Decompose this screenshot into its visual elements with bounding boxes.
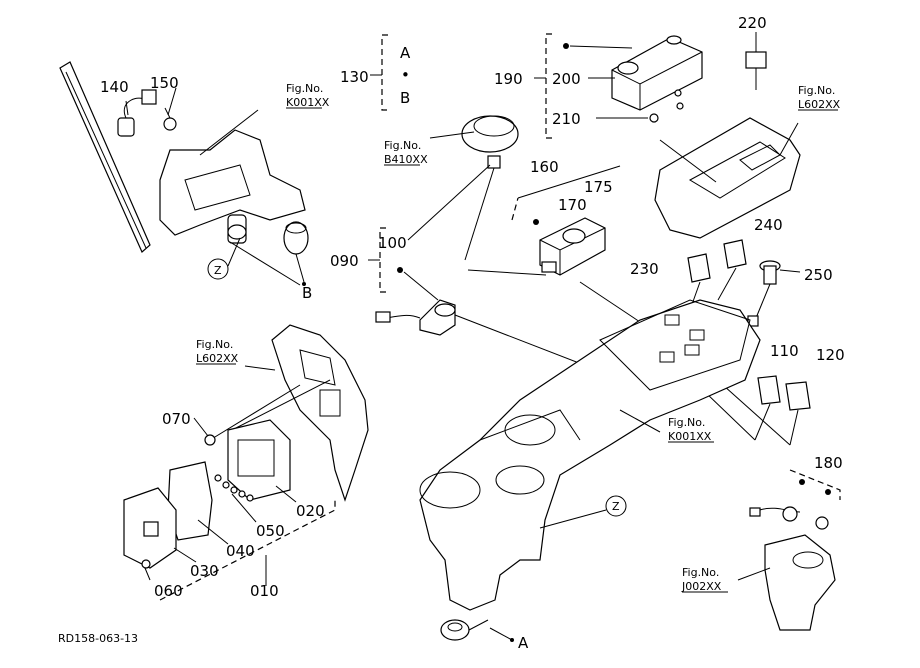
figref-5-code: K001XX xyxy=(668,430,712,443)
label-050: 050 xyxy=(256,522,285,540)
label-130: 130 xyxy=(340,68,369,86)
figref-1-code: K001XX xyxy=(286,96,330,109)
label-100: 100 xyxy=(378,234,407,252)
meter-assembly xyxy=(123,417,336,601)
figref-4-code: L602XX xyxy=(196,352,239,365)
figref-2-title: Fig.No. xyxy=(384,139,421,152)
figref-3-title: Fig.No. xyxy=(798,84,835,97)
label-190: 190 xyxy=(494,70,523,88)
label-a-bottom: A xyxy=(518,634,529,652)
label-040: 040 xyxy=(226,542,255,560)
label-z-top: Z xyxy=(214,264,222,277)
figref-6-title: Fig.No. xyxy=(682,566,719,579)
left-lever-assembly xyxy=(59,61,309,286)
label-180: 180 xyxy=(814,454,843,472)
label-160: 160 xyxy=(530,158,559,176)
figref-3-code: L602XX xyxy=(798,98,841,111)
figref-6-code: J002XX xyxy=(681,580,722,593)
label-110: 110 xyxy=(770,342,799,360)
figref-5-title: Fig.No. xyxy=(668,416,705,429)
label-170: 170 xyxy=(558,196,587,214)
label-120: 120 xyxy=(816,346,845,364)
label-dot: • xyxy=(401,66,410,84)
label-230: 230 xyxy=(630,260,659,278)
label-240: 240 xyxy=(754,216,783,234)
label-150: 150 xyxy=(150,74,179,92)
label-175: 175 xyxy=(584,178,613,196)
bracket-assembly xyxy=(737,469,841,631)
drawing-code: RD158-063-13 xyxy=(58,632,138,645)
switch-box-assembly xyxy=(534,32,767,139)
main-console xyxy=(419,299,761,642)
part-labels: 140 150 130 A • B 190 200 210 220 160 17… xyxy=(100,14,845,652)
left-console-panel xyxy=(209,324,369,502)
label-200: 200 xyxy=(552,70,581,88)
label-z-bottom: Z xyxy=(612,500,620,513)
figref-leaders xyxy=(196,107,838,593)
upper-right-panel xyxy=(654,117,801,239)
label-090: 090 xyxy=(330,252,359,270)
figure-references: Fig.No. K001XX Fig.No. B410XX Fig.No. L6… xyxy=(196,82,841,593)
label-a-top: A xyxy=(400,44,411,62)
label-220: 220 xyxy=(738,14,767,32)
label-030: 030 xyxy=(190,562,219,580)
label-b-bottom: B xyxy=(302,284,312,302)
legend-130 xyxy=(370,34,388,111)
figref-1-title: Fig.No. xyxy=(286,82,323,95)
harness-assembly xyxy=(368,115,611,376)
label-060: 060 xyxy=(154,582,183,600)
figref-2-code: B410XX xyxy=(384,153,428,166)
label-020: 020 xyxy=(296,502,325,520)
label-b-top: B xyxy=(400,89,410,107)
switch-module xyxy=(467,165,641,323)
label-210: 210 xyxy=(552,110,581,128)
label-140: 140 xyxy=(100,78,129,96)
figref-4-title: Fig.No. xyxy=(196,338,233,351)
label-010: 010 xyxy=(250,582,279,600)
label-070: 070 xyxy=(162,410,191,428)
label-250: 250 xyxy=(804,266,833,284)
